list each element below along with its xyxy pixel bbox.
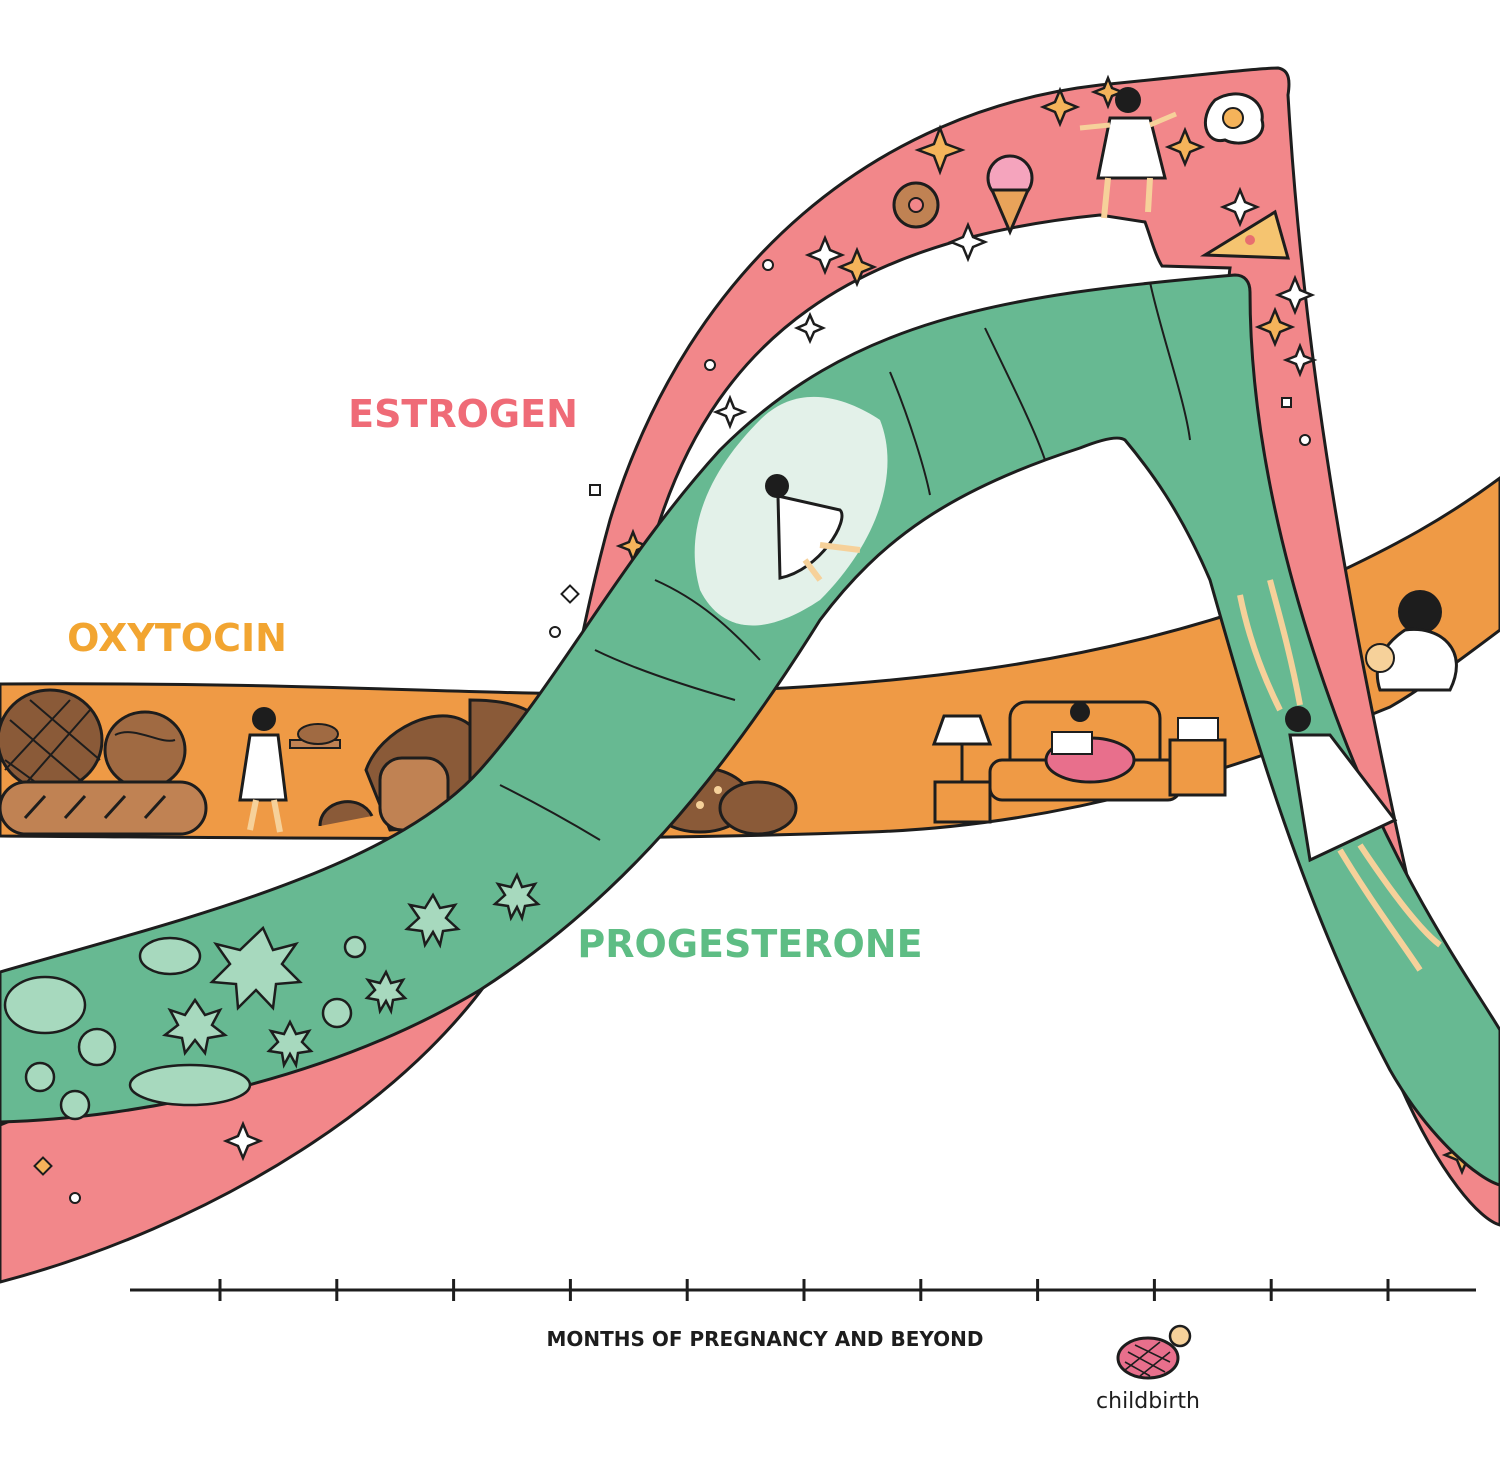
woman-falling-icon bbox=[1237, 579, 1442, 972]
woman-floating-icon bbox=[765, 474, 861, 582]
fried-egg-icon bbox=[1204, 92, 1265, 145]
baguette-icon bbox=[0, 780, 208, 836]
bread-loaf-icon bbox=[103, 710, 187, 790]
childbirth-label: childbirth bbox=[1096, 1389, 1200, 1414]
woman-icon bbox=[1079, 87, 1177, 219]
axis-title: MONTHS OF PREGNANCY AND BEYOND bbox=[546, 1327, 983, 1351]
ice-cream-icon bbox=[986, 154, 1034, 236]
progesterone-band bbox=[0, 273, 1500, 1187]
cell-icon bbox=[3, 871, 541, 1121]
sofa-icon bbox=[988, 700, 1182, 802]
lamp-icon bbox=[931, 714, 993, 824]
time-axis bbox=[130, 1279, 1476, 1301]
oxytocin-label: OXYTOCIN bbox=[67, 616, 287, 660]
estrogen-label: ESTROGEN bbox=[348, 392, 578, 436]
sparkle-icon bbox=[615, 74, 1483, 1176]
woman-icon bbox=[238, 707, 341, 833]
light-band-segments bbox=[499, 281, 1191, 841]
sparkle-icon bbox=[222, 186, 1318, 1162]
bread-loaf-icon bbox=[0, 688, 104, 801]
pizza-slice-icon bbox=[1199, 209, 1291, 260]
mother-and-baby-icon bbox=[1365, 590, 1458, 692]
axis-ticks bbox=[218, 1279, 1390, 1301]
bookshelf-icon bbox=[1168, 717, 1227, 797]
baby-icon bbox=[1116, 1324, 1192, 1380]
progesterone-label: PROGESTERONE bbox=[577, 922, 922, 966]
donut-icon bbox=[892, 181, 940, 229]
